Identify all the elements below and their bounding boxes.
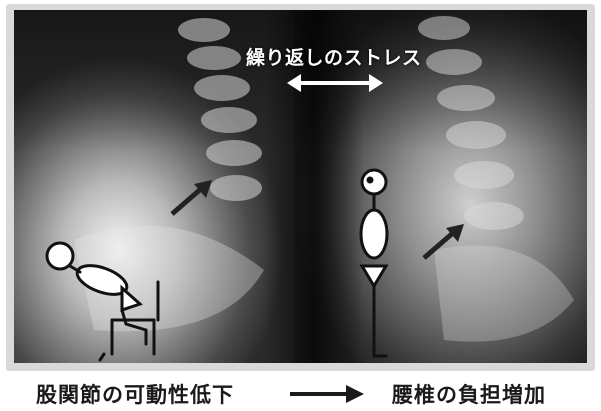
- seated-stick-figure-icon: [42, 236, 166, 362]
- result-label: 腰椎の負担増加: [392, 379, 546, 409]
- arrow-icon: [420, 222, 466, 262]
- stress-caption: 繰り返しのストレス: [246, 43, 466, 70]
- right-arrow-icon: [290, 385, 364, 403]
- double-headed-arrow-icon: [287, 72, 383, 94]
- cause-label: 股関節の可動性低下: [36, 379, 234, 409]
- xray-composite: 繰り返しのストレス: [14, 10, 587, 363]
- standing-stick-figure-icon: [350, 166, 398, 362]
- arrow-icon: [168, 178, 214, 218]
- caption-bar: 股関節の可動性低下 腰椎の負担増加: [0, 373, 601, 411]
